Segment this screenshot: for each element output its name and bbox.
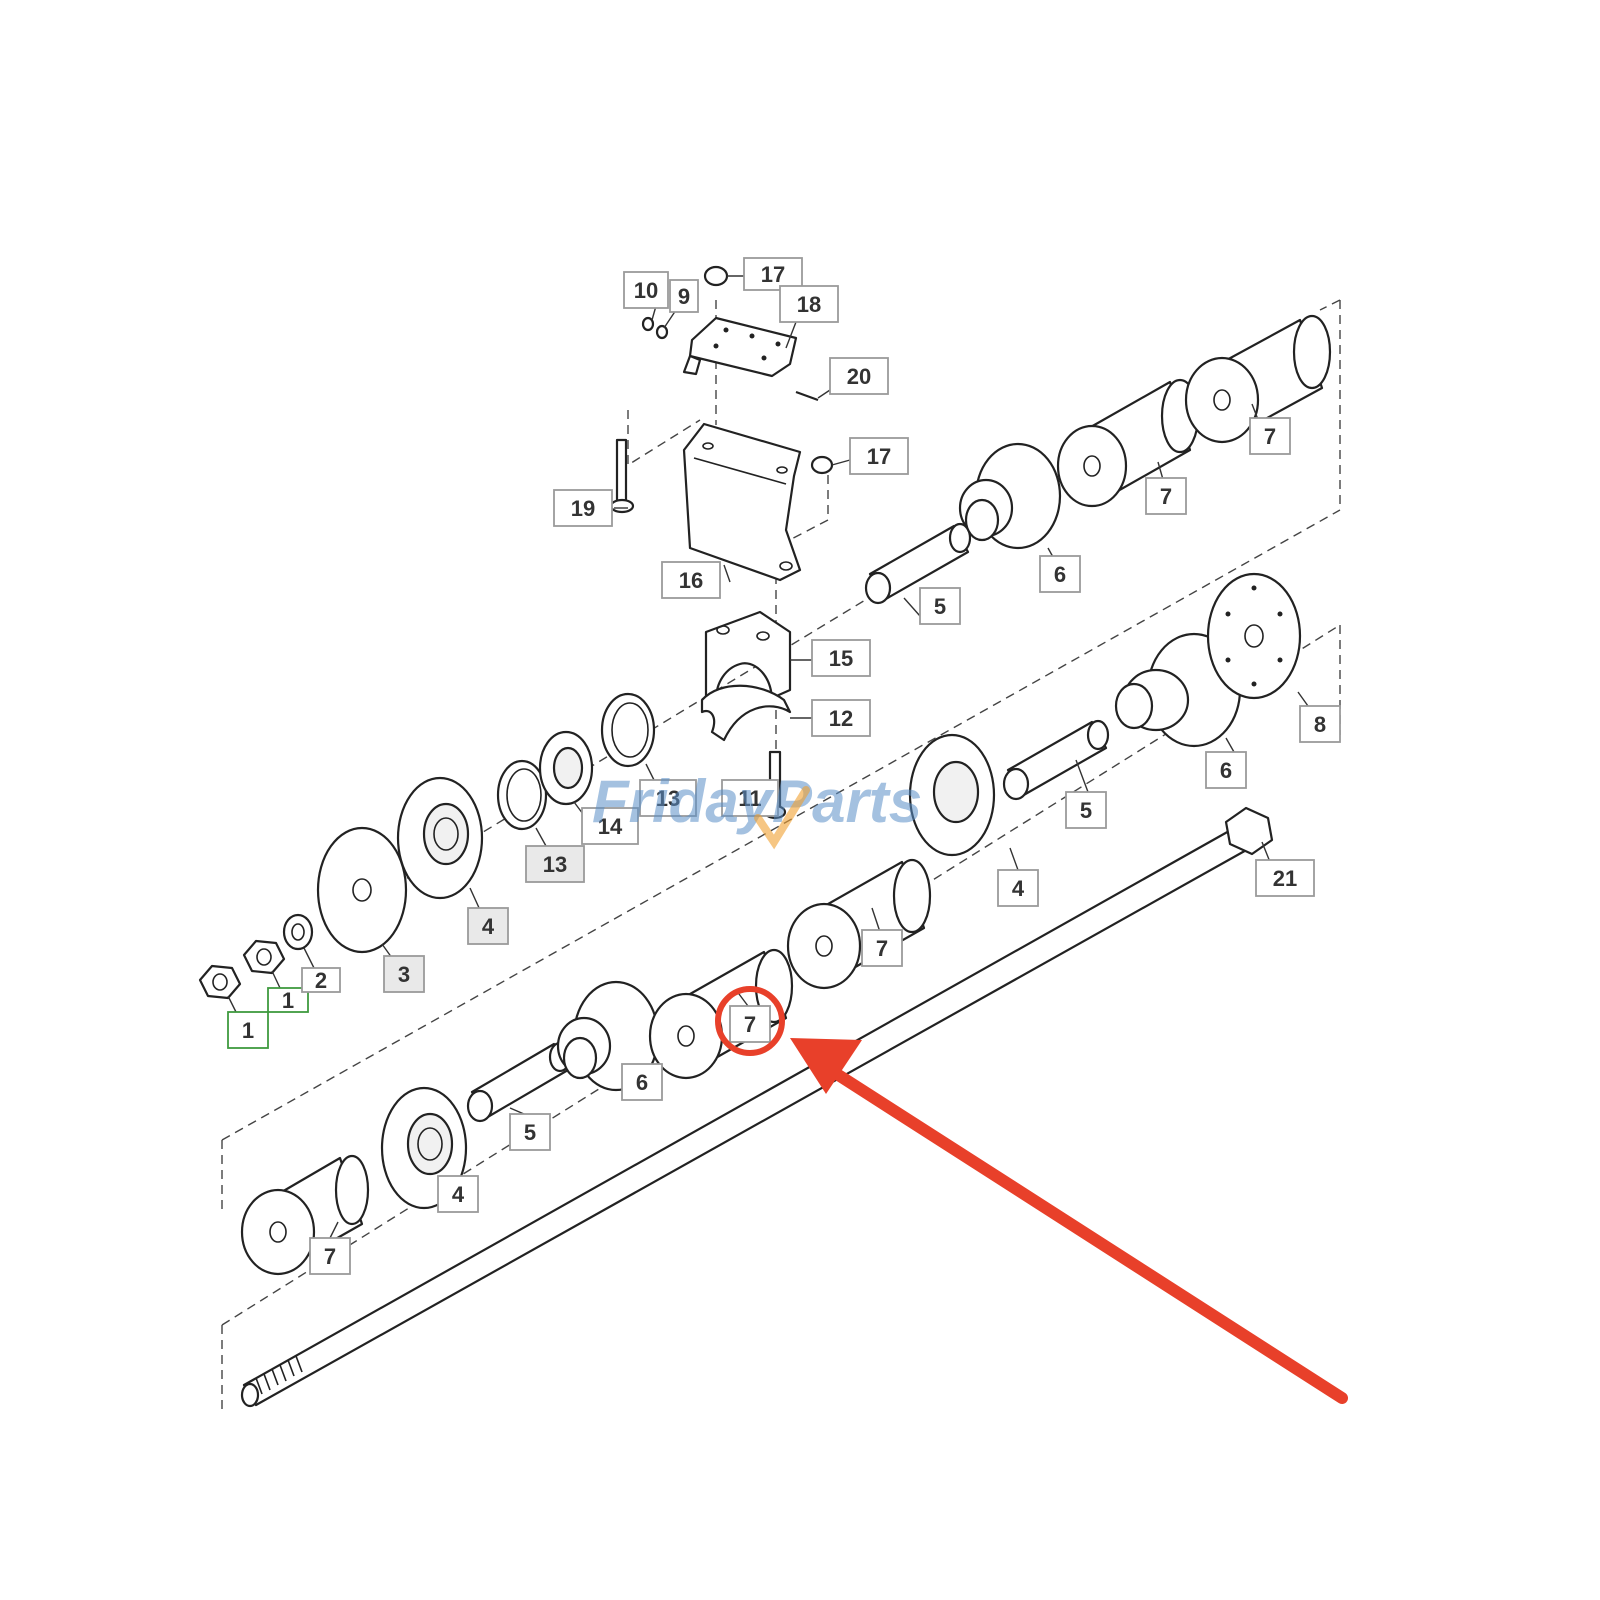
svg-text:13: 13 [656,786,680,811]
screw-20 [795,390,819,402]
svg-text:19: 19 [571,496,595,521]
callout-15: 15 [811,639,871,677]
callout-11: 11 [721,779,779,817]
svg-text:21: 21 [1273,866,1297,891]
callout-3: 3 [383,955,425,993]
svg-text:7: 7 [1264,424,1276,449]
bearing-housing [700,610,792,820]
callout-4c: 4 [437,1175,479,1213]
svg-text:1: 1 [282,988,294,1013]
svg-text:4: 4 [482,914,495,939]
callout-5a: 5 [1065,791,1107,829]
watermark: FridayParts [592,768,922,850]
watermark-check-icon [754,786,810,850]
callout-9: 9 [669,279,699,313]
svg-text:9: 9 [678,284,690,309]
svg-text:8: 8 [1314,712,1326,737]
callout-8: 8 [1299,705,1341,743]
callout-4a: 4 [467,907,509,945]
svg-text:7: 7 [744,1012,756,1037]
annotation-arrow-shaft [809,1054,1348,1404]
callout-7e: 7 [861,929,903,967]
mounting-bracket-16 [609,422,834,582]
highlight-circle-icon [715,986,785,1056]
red-annotation [715,986,1348,1404]
svg-text:7: 7 [1160,484,1172,509]
svg-text:4: 4 [1012,876,1025,901]
svg-text:4: 4 [452,1182,465,1207]
svg-text:11: 11 [738,786,761,811]
callout-14: 14 [581,807,639,845]
callout-16: 16 [661,561,721,599]
svg-text:18: 18 [797,292,821,317]
svg-text:7: 7 [324,1244,336,1269]
nut-17-top [703,265,729,287]
callout-13a: 13 [525,845,585,883]
svg-text:17: 17 [867,444,891,469]
svg-text:15: 15 [829,646,853,671]
svg-text:13: 13 [543,852,567,877]
callout-17b: 17 [849,437,909,475]
callout-6a: 6 [1205,751,1247,789]
callout-18: 18 [779,285,839,323]
svg-text:10: 10 [634,278,658,303]
svg-text:17: 17 [761,262,785,287]
svg-text:16: 16 [679,568,703,593]
top-plate-18 [641,265,819,402]
callout-13b: 13 [639,779,697,817]
callout-2: 2 [301,967,341,993]
svg-text:6: 6 [636,1070,648,1095]
svg-text:6: 6 [1054,562,1066,587]
svg-text:2: 2 [315,968,327,993]
svg-text:12: 12 [829,706,853,731]
svg-text:14: 14 [598,814,623,839]
svg-text:1: 1 [242,1018,254,1043]
upper-roller-row [198,572,1302,1000]
callout-1a: 1 [227,1011,269,1049]
callout-12: 12 [811,699,871,737]
callout-19: 19 [553,489,613,527]
callout-21: 21 [1255,859,1315,897]
svg-text:FridayParts: FridayParts [592,768,922,835]
callout-6b: 6 [1039,555,1081,593]
nut-10 [641,316,655,332]
callout-20: 20 [829,357,889,395]
upper-right-group [864,314,1332,605]
svg-text:3: 3 [398,962,410,987]
svg-text:7: 7 [876,936,888,961]
callout-10: 10 [623,271,669,309]
svg-text:5: 5 [934,594,946,619]
nut-1b [242,939,286,975]
callout-17a: 17 [743,257,803,291]
callout-5b: 5 [919,587,961,625]
callout-7b: 7 [1249,417,1291,455]
svg-text:20: 20 [847,364,871,389]
nut-1a [198,964,242,1000]
svg-text:6: 6 [1220,758,1232,783]
callout-4b: 4 [997,869,1039,907]
callout-7a: 7 [1145,477,1187,515]
callouts: 1 1 2 3 4 13 14 13 11 4 5 6 8 21 15 12 1… [227,257,1341,1275]
callout-7d: 7 [729,1005,771,1043]
svg-text:5: 5 [524,1120,536,1145]
annotation-arrow-head-icon [790,1038,862,1094]
shaft-bolt-21 [240,806,1274,1408]
washer-9 [655,324,669,340]
callout-7c: 7 [309,1237,351,1275]
callout-6c: 6 [621,1063,663,1101]
svg-text:5: 5 [1080,798,1092,823]
callout-5c: 5 [509,1113,551,1151]
